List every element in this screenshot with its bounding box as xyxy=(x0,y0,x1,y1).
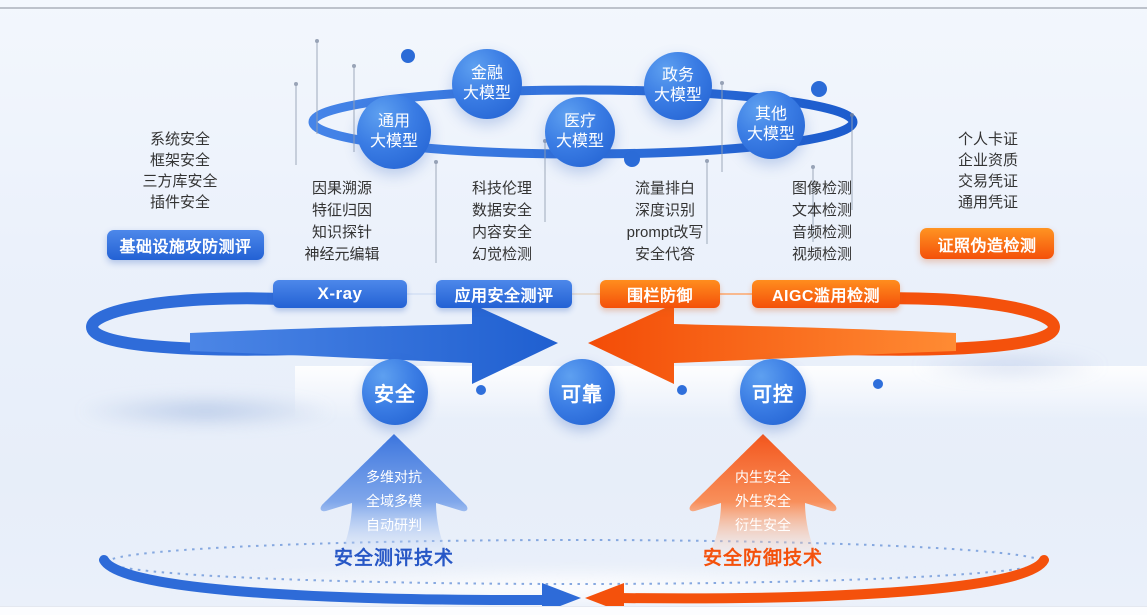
capability-item: 图像检测 xyxy=(791,180,852,197)
button-connector xyxy=(572,293,600,295)
model-label: 政务 大模型 xyxy=(653,67,702,104)
pillar-circle-controllable: 可控 xyxy=(740,359,806,425)
model-label: 医疗 大模型 xyxy=(555,113,604,150)
eval-tech-label: 安全测评技术 xyxy=(333,548,454,569)
defense-tech-item-list: 内生安全 外生安全 衍生安全 xyxy=(688,465,838,537)
capability-item: 安全代答 xyxy=(634,246,695,263)
model-circle-government: 政务 大模型 xyxy=(644,52,712,120)
infra-item: 插件安全 xyxy=(149,194,210,211)
pillar-circle-reliable: 可靠 xyxy=(549,359,615,425)
defense-tech-item: 衍生安全 xyxy=(735,517,791,533)
defense-tech-label: 安全防御技术 xyxy=(702,548,823,569)
capability-column-app-eval: 科技伦理 数据安全 内容安全 幻觉检测 xyxy=(427,178,577,266)
capability-column-guardrail: 流量排白 深度识别 prompt改写 安全代答 xyxy=(590,178,740,266)
capability-item: 流量排白 xyxy=(634,180,695,197)
cert-item: 个人卡证 xyxy=(957,131,1018,148)
defense-tech-item: 外生安全 xyxy=(735,493,791,509)
defense-tech-item: 内生安全 xyxy=(735,469,791,485)
capability-item: 数据安全 xyxy=(471,202,532,219)
cert-item-list: 个人卡证 企业资质 交易凭证 通用凭证 xyxy=(913,129,1063,213)
capability-item: 特征归因 xyxy=(311,202,372,219)
top-divider xyxy=(0,7,1147,9)
cert-badge: 证照伪造检测 xyxy=(920,228,1054,259)
cert-item: 交易凭证 xyxy=(957,173,1018,190)
product-button-xray[interactable]: X-ray xyxy=(273,280,407,308)
left-shadow-glow xyxy=(78,394,334,428)
model-circle-finance: 金融 大模型 xyxy=(452,49,522,119)
capability-item: 知识探针 xyxy=(311,224,372,241)
eval-tech-item: 全域多模 xyxy=(366,493,422,509)
capability-item: 视频检测 xyxy=(791,246,852,263)
product-button-aigc-abuse-detection[interactable]: AIGC滥用检测 xyxy=(752,280,900,308)
pillar-label: 可靠 xyxy=(561,383,603,406)
button-connector xyxy=(407,293,436,295)
model-label: 金融 大模型 xyxy=(462,65,511,102)
capability-item: 内容安全 xyxy=(471,224,532,241)
product-button-app-security-eval[interactable]: 应用安全测评 xyxy=(436,280,572,308)
infra-item: 框架安全 xyxy=(149,152,210,169)
model-label: 其他 大模型 xyxy=(746,106,795,143)
bottom-white-glow xyxy=(160,566,990,608)
model-circle-other: 其他 大模型 xyxy=(737,91,805,159)
infra-item-list: 系统安全 框架安全 三方库安全 插件安全 xyxy=(105,129,255,213)
eval-tech-item-list: 多维对抗 全域多模 自动研判 xyxy=(319,465,469,537)
model-circle-medical: 医疗 大模型 xyxy=(545,97,615,167)
capability-item: 科技伦理 xyxy=(471,180,532,197)
pillar-circle-safe: 安全 xyxy=(362,359,428,425)
capability-item: 深度识别 xyxy=(634,202,695,219)
cert-item: 企业资质 xyxy=(957,152,1018,169)
infra-item: 三方库安全 xyxy=(142,173,218,190)
capability-item: 神经元编辑 xyxy=(304,246,380,263)
capability-item: 因果溯源 xyxy=(311,180,372,197)
model-circle-general: 通用 大模型 xyxy=(357,95,431,169)
cert-item: 通用凭证 xyxy=(957,194,1018,211)
model-label: 通用 大模型 xyxy=(369,113,418,150)
eval-tech-item: 自动研判 xyxy=(366,517,422,533)
pillar-label: 安全 xyxy=(374,383,416,406)
capability-item: 幻觉检测 xyxy=(471,246,532,263)
pillar-label: 可控 xyxy=(752,383,794,406)
right-shadow-glow xyxy=(915,350,1105,382)
capability-column-xray: 因果溯源 特征归因 知识探针 神经元编辑 xyxy=(267,178,417,266)
infra-item: 系统安全 xyxy=(149,131,210,148)
bottom-footer-strip xyxy=(0,606,1147,615)
infra-badge: 基础设施攻防测评 xyxy=(107,230,264,260)
capability-item: 音频检测 xyxy=(791,224,852,241)
capability-column-aigc: 图像检测 文本检测 音频检测 视频检测 xyxy=(747,178,897,266)
capability-item: 文本检测 xyxy=(791,202,852,219)
capability-item: prompt改写 xyxy=(626,224,704,241)
button-connector xyxy=(720,293,752,295)
eval-tech-item: 多维对抗 xyxy=(366,469,422,485)
product-button-guardrail-defense[interactable]: 围栏防御 xyxy=(600,280,720,308)
